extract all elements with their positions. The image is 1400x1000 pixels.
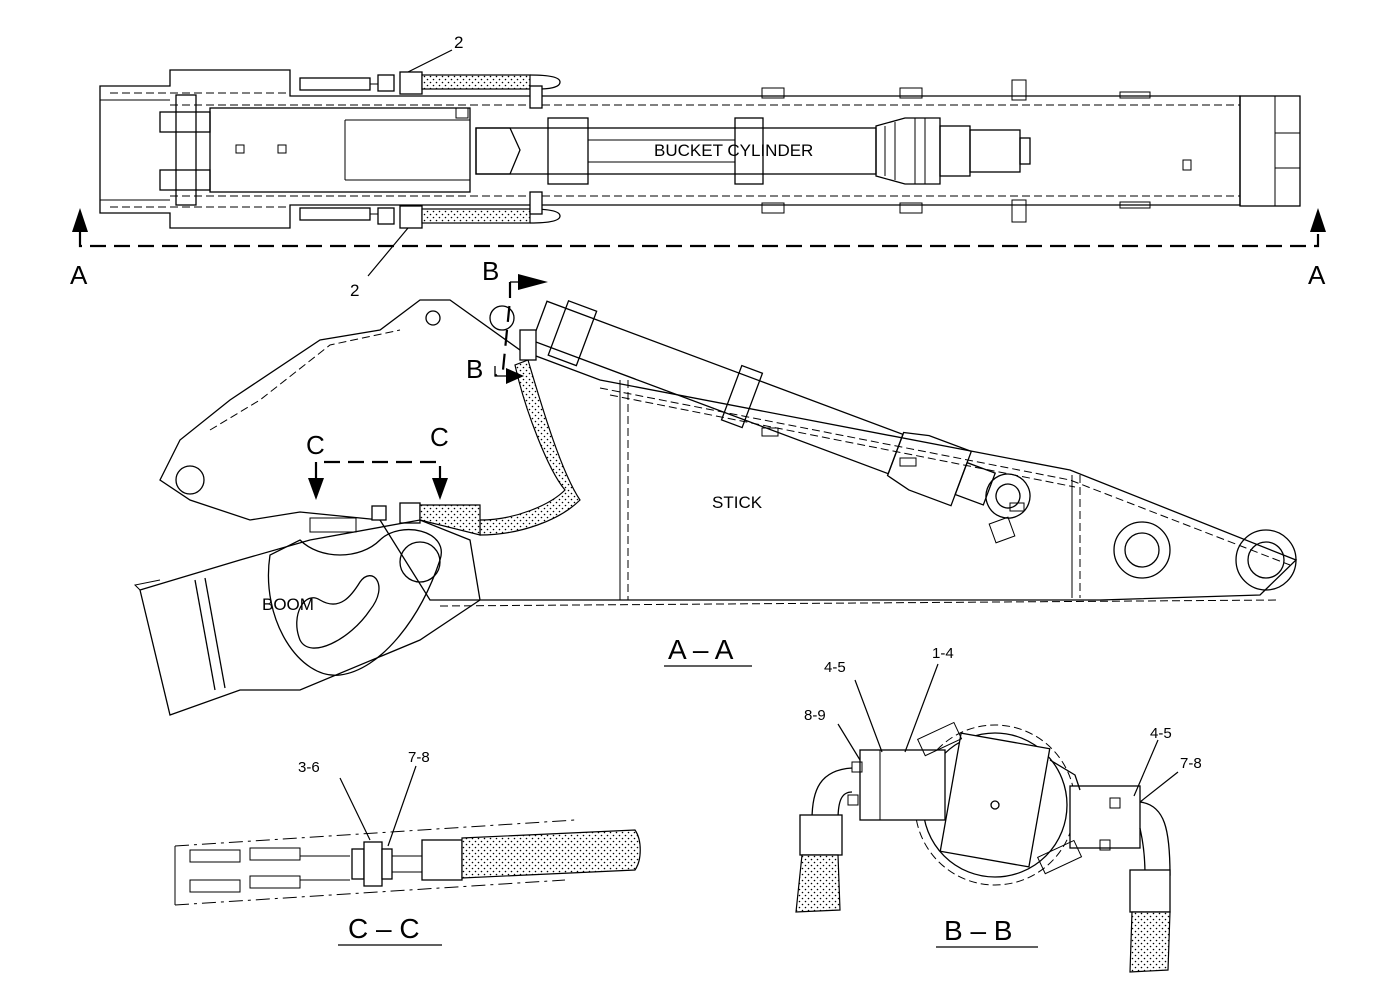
detail-b-view: 4-5 1-4 8-9 4-5 7-8 B – B	[795, 645, 1202, 973]
detail-c-view: 3-6 7-8 C – C	[174, 749, 641, 946]
callout-1-4: 1-4	[932, 645, 954, 662]
callout-2-top: 2	[454, 33, 463, 52]
view-title-b-b: B – B	[944, 915, 1012, 946]
section-c-right: C	[430, 422, 449, 452]
callout-8-9: 8-9	[804, 707, 826, 724]
section-a-left: A	[70, 260, 88, 290]
view-title-a-a: A – A	[668, 634, 734, 665]
view-title-c-c: C – C	[348, 913, 420, 944]
stick-label: STICK	[712, 493, 763, 512]
callout-2-bottom: 2	[350, 281, 359, 300]
callout-4-5-right: 4-5	[1150, 725, 1172, 742]
section-c-left: C	[306, 430, 325, 460]
callout-7-8-c: 7-8	[408, 749, 430, 766]
callout-3-6: 3-6	[298, 759, 320, 776]
callout-4-5-left: 4-5	[824, 659, 846, 676]
boom-label: BOOM	[262, 595, 314, 614]
callout-7-8-b: 7-8	[1180, 755, 1202, 772]
bucket-cylinder-label: BUCKET CYLINDER	[654, 141, 813, 160]
section-b-top: B	[482, 256, 499, 286]
section-b-bottom: B	[466, 354, 483, 384]
top-view: BUCKET CYLINDER 2 2 A A	[70, 33, 1326, 300]
section-a-right: A	[1308, 260, 1326, 290]
side-view: STICK BOOM B B C C A – A	[133, 256, 1298, 716]
